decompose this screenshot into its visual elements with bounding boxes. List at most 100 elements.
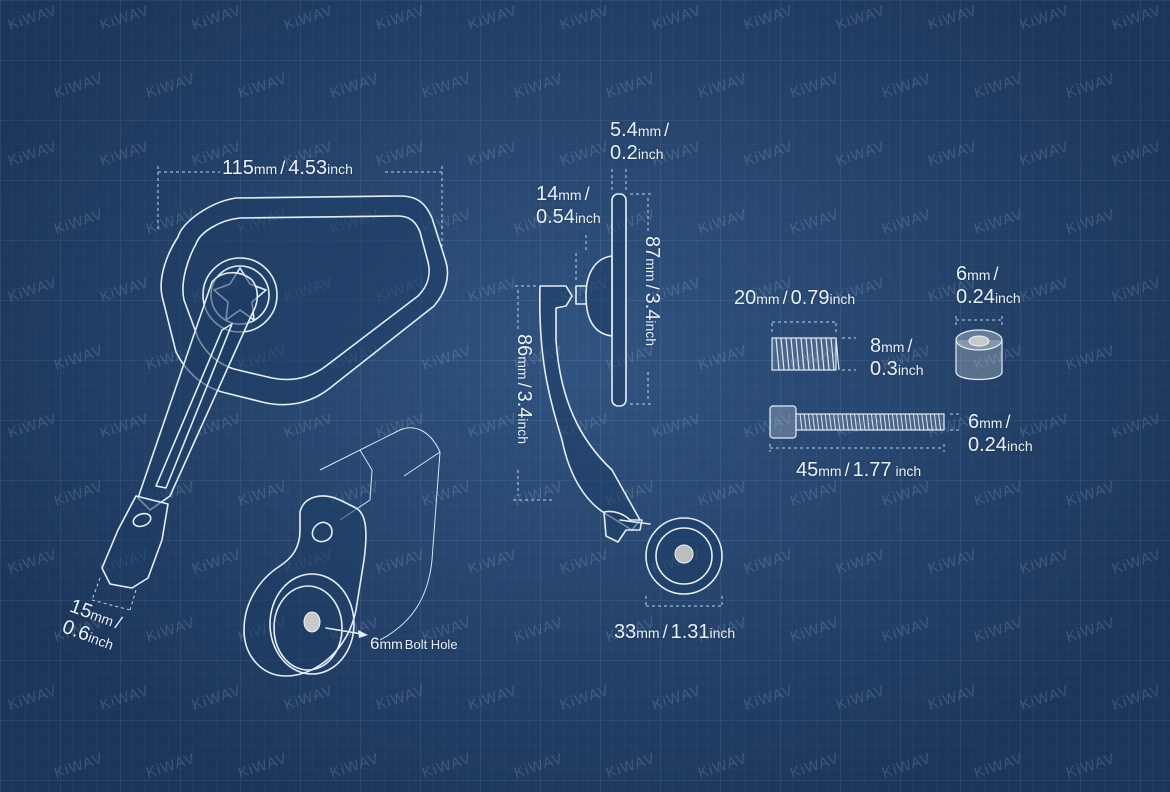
watermark-text: KiWAV <box>420 478 474 510</box>
unit-mm: mm <box>967 267 991 283</box>
thread-line <box>837 413 841 431</box>
watermark-text: KiWAV <box>190 546 244 578</box>
thread-line <box>828 413 832 431</box>
clamp-width-inch: 1.31 <box>670 621 710 643</box>
watermark-text: KiWAV <box>52 206 106 238</box>
unit-mm: mm <box>636 625 660 641</box>
watermark-text: KiWAV <box>1110 2 1164 34</box>
watermark-text: KiWAV <box>834 546 888 578</box>
watermark-text: KiWAV <box>466 138 520 170</box>
thread-line <box>891 413 895 431</box>
watermark-text: KiWAV <box>926 546 980 578</box>
watermark-text: KiWAV <box>512 70 566 102</box>
watermark-text: KiWAV <box>466 546 520 578</box>
watermark-text: KiWAV <box>650 2 704 34</box>
watermark-text: KiWAV <box>374 546 428 578</box>
watermark-text: KiWAV <box>98 2 152 34</box>
watermark-text: KiWAV <box>374 2 428 34</box>
unit-inch: inch <box>709 625 736 641</box>
thread-line <box>887 413 891 431</box>
watermark-text: KiWAV <box>972 614 1026 646</box>
thread-line <box>820 413 824 431</box>
watermark-text: KiWAV <box>972 206 1026 238</box>
thread-line <box>785 337 790 371</box>
unit-mm: mm <box>979 415 1003 431</box>
unit-inch: inch <box>1006 438 1033 454</box>
watermark-text: KiWAV <box>52 70 106 102</box>
watermark-text: KiWAV <box>466 410 520 442</box>
watermark-text: KiWAV <box>328 70 382 102</box>
watermark-text: KiWAV <box>512 750 566 782</box>
mirror-height-mm: 87 <box>641 236 663 259</box>
watermark-text: KiWAV <box>282 410 336 442</box>
watermark-text: KiWAV <box>6 2 60 34</box>
watermark-text: KiWAV <box>788 750 842 782</box>
watermark-text: KiWAV <box>742 138 796 170</box>
thread-line <box>820 337 825 371</box>
unit-inch: inch <box>895 463 922 479</box>
watermark-text: KiWAV <box>558 138 612 170</box>
watermark-text: KiWAV <box>236 70 290 102</box>
thread-line <box>825 337 830 371</box>
mirror-thickness-mm: 5.4 <box>610 119 638 141</box>
separator: / <box>280 158 286 178</box>
watermark-text: KiWAV <box>972 478 1026 510</box>
separator: / <box>907 336 913 356</box>
watermark-text: KiWAV <box>328 750 382 782</box>
label-joint-depth: 14mm/ 0.54inch <box>536 184 601 227</box>
insert-length-inch: 0.79 <box>790 287 830 309</box>
label-clamp-width: 33mm/1.31inch <box>614 622 735 642</box>
hardware-parts <box>769 316 1003 452</box>
watermark-text: KiWAV <box>926 138 980 170</box>
mirror-back-cap <box>585 255 613 337</box>
bolt-hole <box>303 611 321 633</box>
watermark-text: KiWAV <box>98 682 152 714</box>
thread-line <box>875 413 879 431</box>
arm-slot <box>155 323 233 489</box>
watermark-text: KiWAV <box>788 206 842 238</box>
bolt-diameter-mm: 6 <box>968 411 980 433</box>
thread-line <box>870 413 874 431</box>
separator: / <box>514 382 534 388</box>
watermark-text: KiWAV <box>420 750 474 782</box>
thread-line <box>790 337 795 371</box>
label-arm-height: 86mm/3.4inch <box>513 334 535 444</box>
mirror-width-dimension <box>157 166 443 250</box>
separator: / <box>584 184 590 204</box>
watermark-text: KiWAV <box>1064 342 1118 374</box>
watermark-text: KiWAV <box>1018 682 1072 714</box>
clamp-perspective-view <box>243 427 441 677</box>
watermark-text: KiWAV <box>696 70 750 102</box>
watermark-text: KiWAV <box>926 682 980 714</box>
watermark-text: KiWAV <box>52 478 106 510</box>
watermark-text: KiWAV <box>604 750 658 782</box>
unit-mm: mm <box>515 356 531 380</box>
clamp-hex-screw <box>311 521 333 543</box>
label-spacer-size: 6mm/ 0.24inch <box>956 264 1021 307</box>
thread-line <box>866 413 870 431</box>
unit-inch: inch <box>637 146 664 162</box>
label-bolt-diameter: 6mm/ 0.24inch <box>968 412 1033 455</box>
mirror-height-inch: 3.4 <box>641 292 663 321</box>
watermark-text: KiWAV <box>6 274 60 306</box>
mirror-side-view <box>538 193 723 595</box>
watermark-text: KiWAV <box>512 614 566 646</box>
watermark-text: KiWAV <box>788 70 842 102</box>
label-mirror-height: 87mm/3.4inch <box>641 236 663 346</box>
bolt-hole-mm: 6 <box>370 634 380 653</box>
thread-line <box>883 413 887 431</box>
watermark-text: KiWAV <box>880 70 934 102</box>
watermark-text: KiWAV <box>558 682 612 714</box>
unit-mm: mm <box>881 339 905 355</box>
watermark-text: KiWAV <box>420 70 474 102</box>
thread-line <box>835 337 840 371</box>
bar-end-mount <box>101 495 169 589</box>
separator: / <box>662 622 668 642</box>
watermark-text: KiWAV <box>696 750 750 782</box>
watermark-text: KiWAV <box>374 682 428 714</box>
clamp-side-inner <box>655 527 713 585</box>
watermark-text: KiWAV <box>282 2 336 34</box>
